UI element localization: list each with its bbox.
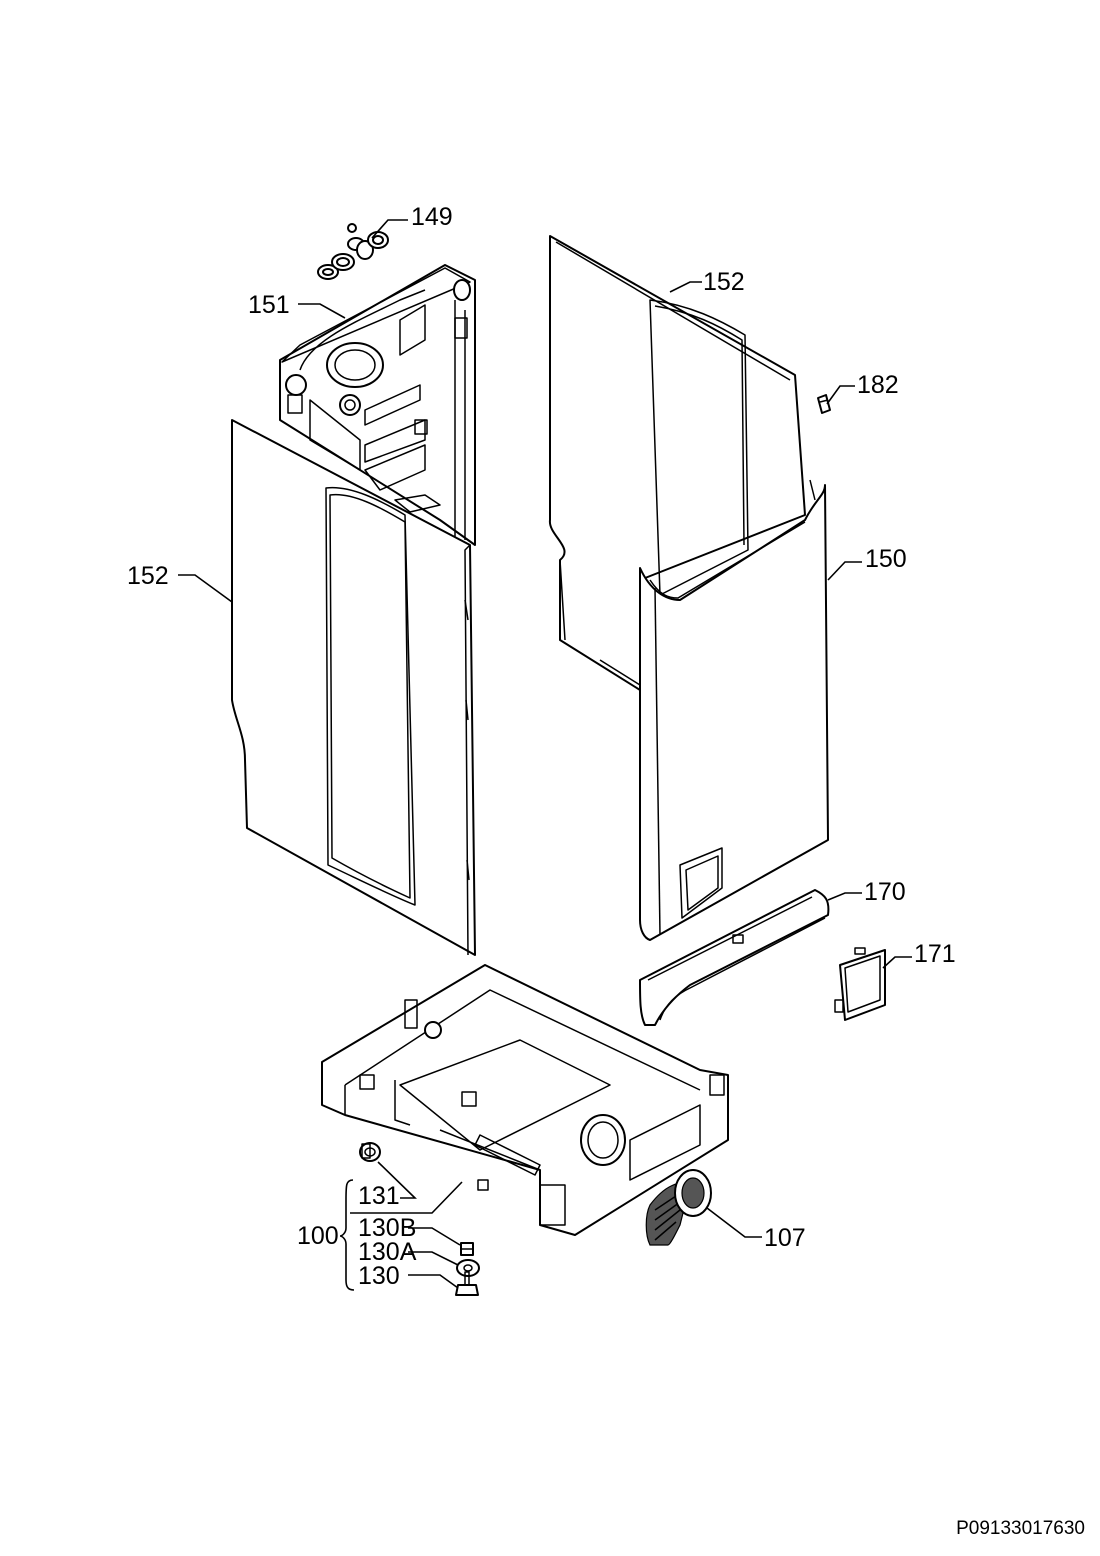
part-130B-nut <box>460 1242 474 1256</box>
part-107-hose-connector <box>645 1169 712 1246</box>
drawing-code: P09133017630 <box>956 1518 1085 1539</box>
callout-100: 100 <box>297 1222 339 1250</box>
callout-130B: 130B <box>358 1214 416 1242</box>
callout-150: 150 <box>865 545 907 573</box>
part-150-cabinet-panel <box>639 479 829 941</box>
part-170-kickplate <box>639 889 830 1026</box>
part-149-fittings <box>317 223 389 280</box>
callout-107: 107 <box>764 1224 806 1252</box>
part-171-cover <box>834 947 886 1021</box>
callout-149: 149 <box>411 203 453 231</box>
callout-170: 170 <box>864 878 906 906</box>
part-130A-washer <box>456 1259 480 1277</box>
callout-131: 131 <box>358 1182 400 1210</box>
part-131-valve <box>359 1142 381 1162</box>
part-100-base-frame <box>321 964 729 1236</box>
callout-labels: 149 151 152 152 182 150 170 171 107 100 … <box>127 203 956 1290</box>
part-130-foot <box>455 1271 479 1296</box>
callout-171: 171 <box>914 940 956 968</box>
part-151-rear-frame <box>279 264 476 546</box>
part-152-left-side-panel <box>231 419 476 956</box>
callout-130A: 130A <box>358 1238 417 1266</box>
callout-182: 182 <box>857 371 899 399</box>
callout-130: 130 <box>358 1262 400 1290</box>
leader-lines <box>178 219 912 1291</box>
part-182-clip <box>817 394 831 414</box>
callout-152-left: 152 <box>127 562 169 590</box>
callout-152-right: 152 <box>703 268 745 296</box>
callout-151: 151 <box>248 291 290 319</box>
